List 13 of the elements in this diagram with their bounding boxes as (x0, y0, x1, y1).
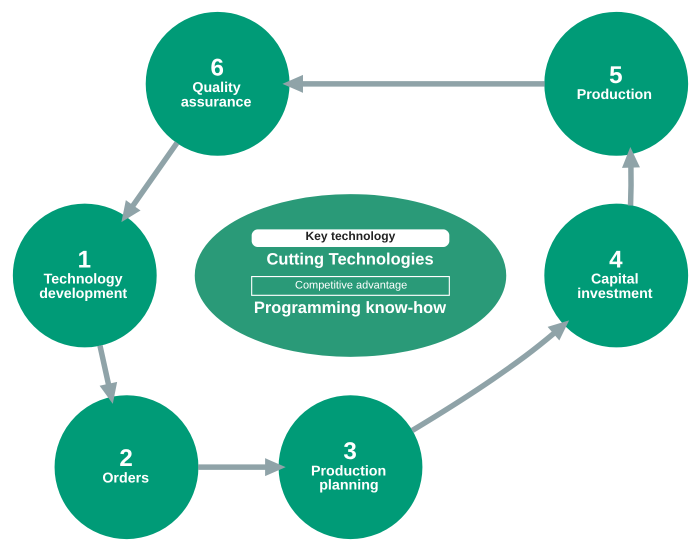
node-circle: 6 Quality assurance (145, 12, 290, 156)
node-circle: 1 Technology development (12, 204, 156, 348)
arrow (96, 344, 117, 404)
arrow (410, 320, 569, 433)
arrow (282, 74, 544, 93)
node-circle: 5 Production (544, 12, 688, 156)
arrow (120, 141, 179, 222)
node-circle: 3 Production planning (278, 395, 422, 540)
node-circle: 2 Orders (54, 395, 198, 540)
arrow (198, 458, 286, 476)
arrow (621, 147, 640, 206)
node-circle: 4 Capital investment (544, 204, 688, 348)
node-ellipse: Key technology Cutting Technologies Competitive advantage Programming know-how (194, 194, 506, 357)
